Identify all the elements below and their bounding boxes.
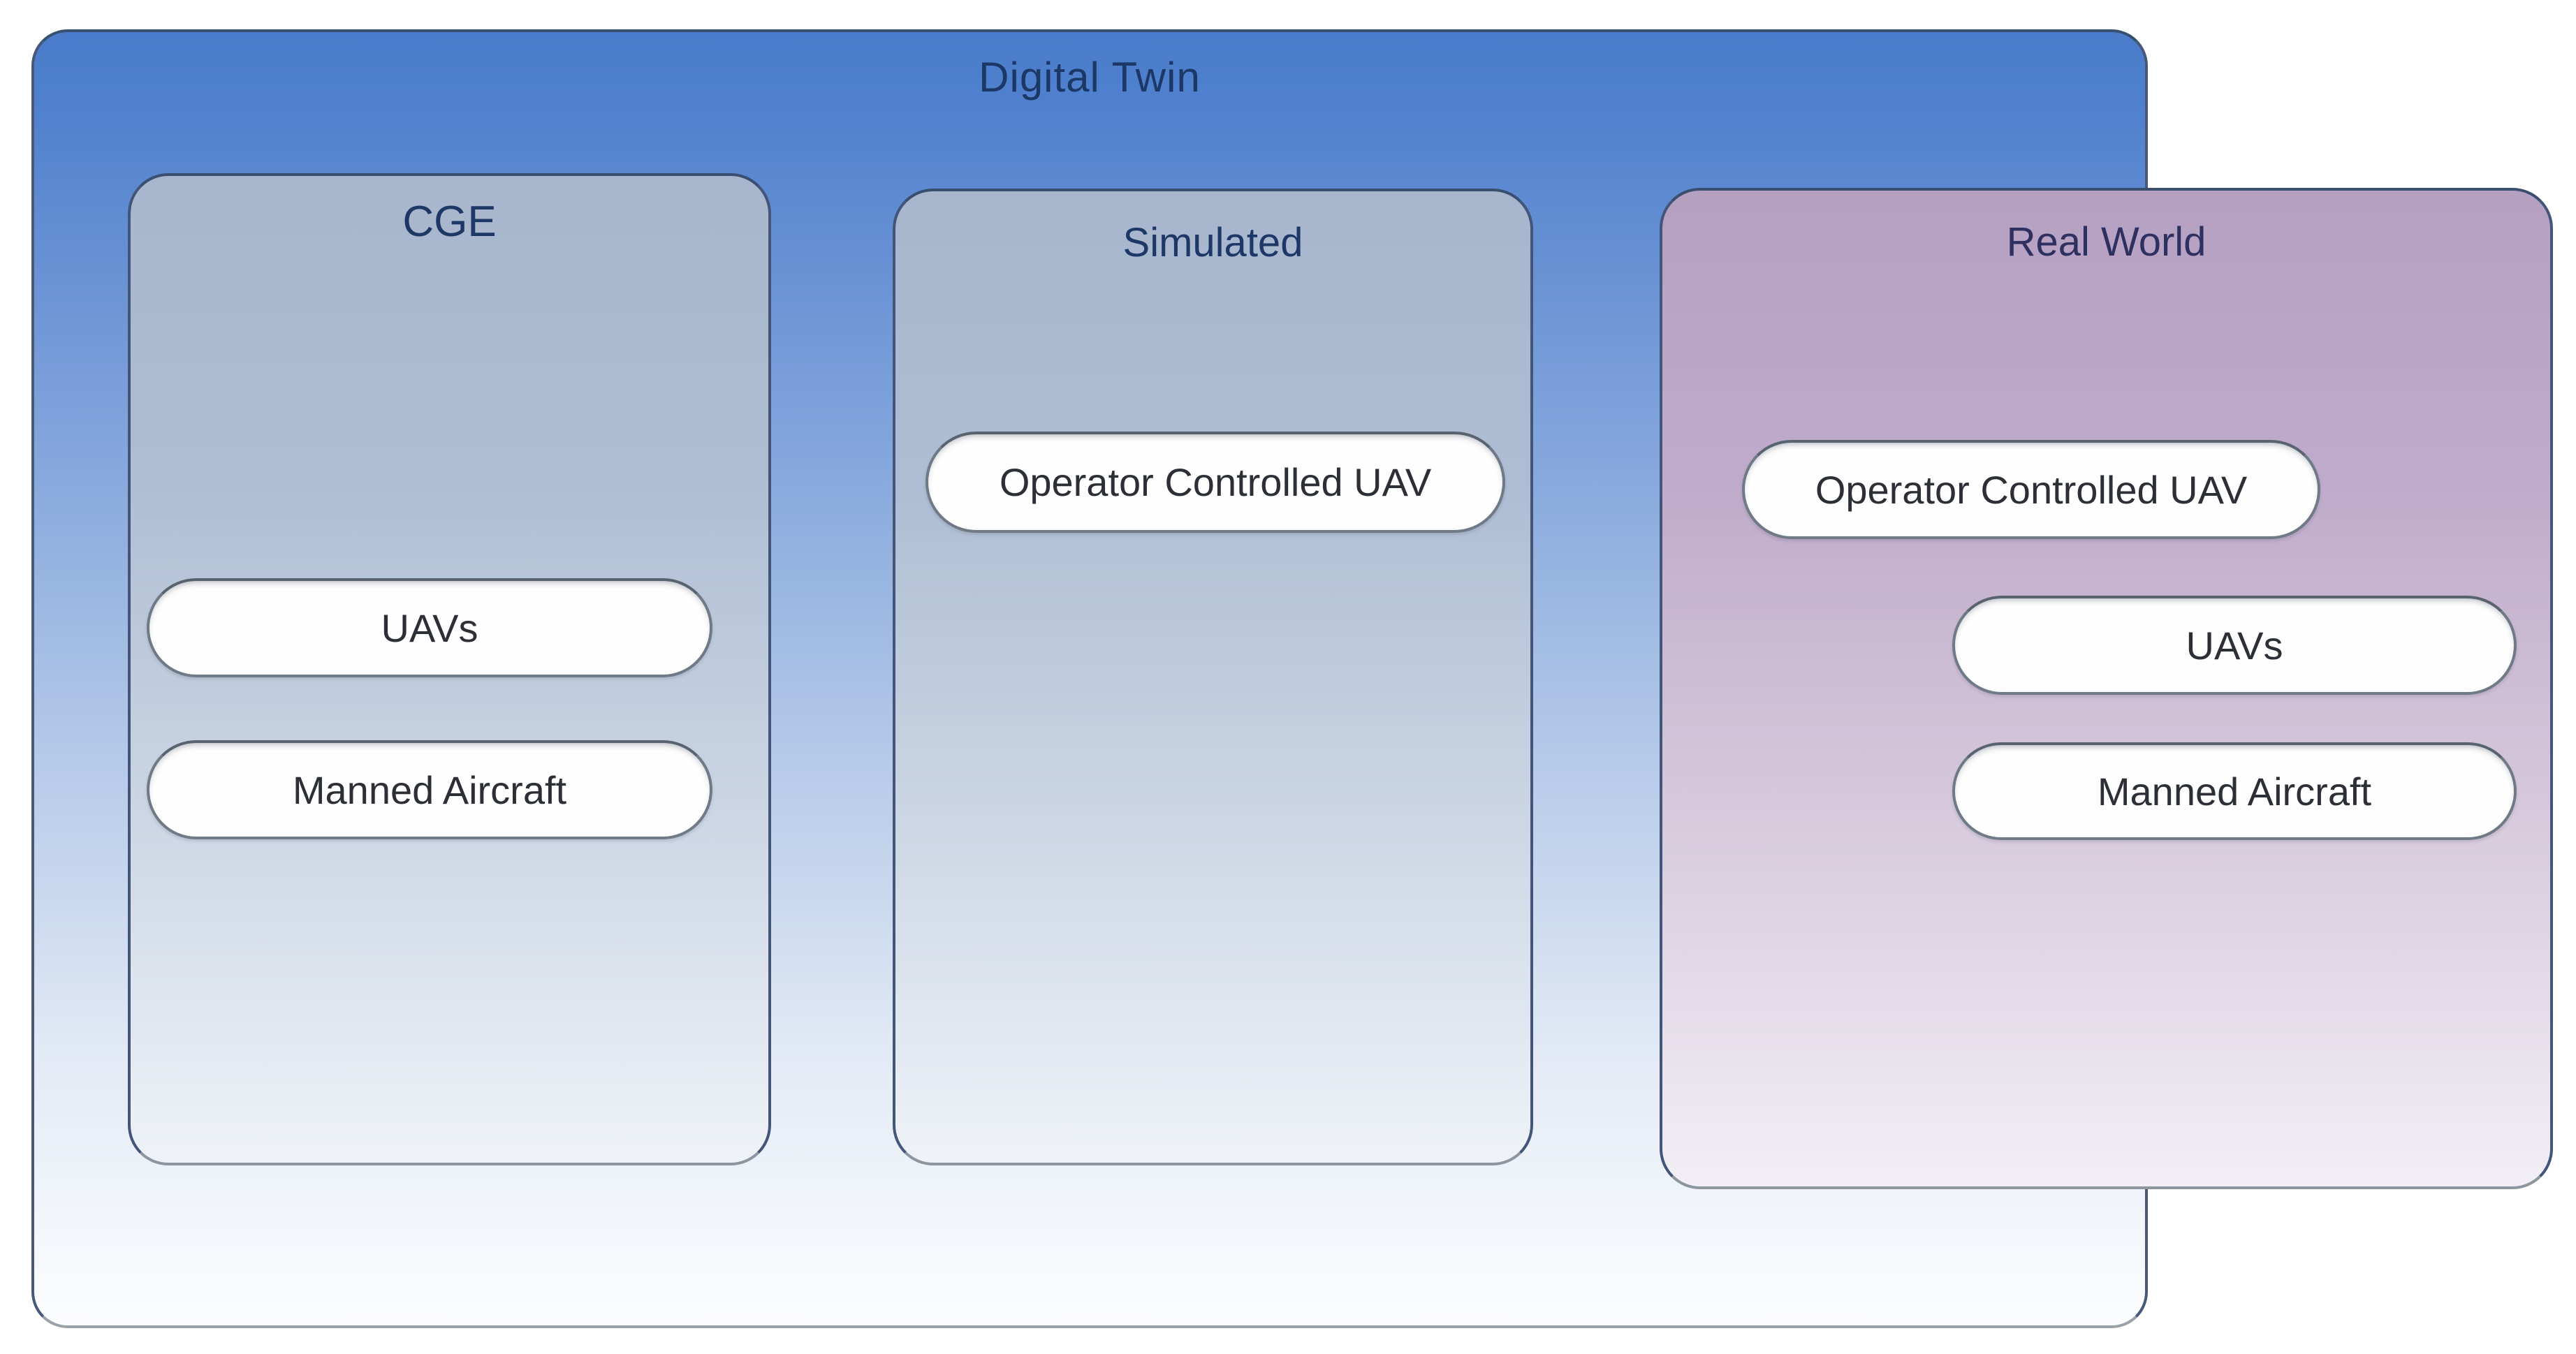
node-pill-real-world-operator-controlled-uav: Operator Controlled UAV xyxy=(1742,440,2320,539)
node-pill-real-world-manned-aircraft: Manned Aircraft xyxy=(1952,742,2517,840)
node-pill-simulated-operator-controlled-uav: Operator Controlled UAV xyxy=(925,432,1505,533)
node-pill-cge-uavs: UAVs xyxy=(147,578,712,677)
node-pill-real-world-uavs: UAVs xyxy=(1952,596,2517,695)
panel-simulated-title: Simulated xyxy=(1122,220,1303,265)
panel-real-world-title: Real World xyxy=(2006,219,2207,265)
panel-real-world: Real World Operator Controlled UAV UAVs … xyxy=(1660,188,2553,1189)
panel-simulated: Simulated Operator Controlled UAV xyxy=(893,189,1533,1165)
digital-twin-title: Digital Twin xyxy=(979,54,1201,101)
node-pill-cge-manned-aircraft: Manned Aircraft xyxy=(147,740,712,839)
panel-cge: CGE UAVs Manned Aircraft xyxy=(128,173,771,1165)
panel-cge-title: CGE xyxy=(402,198,497,246)
